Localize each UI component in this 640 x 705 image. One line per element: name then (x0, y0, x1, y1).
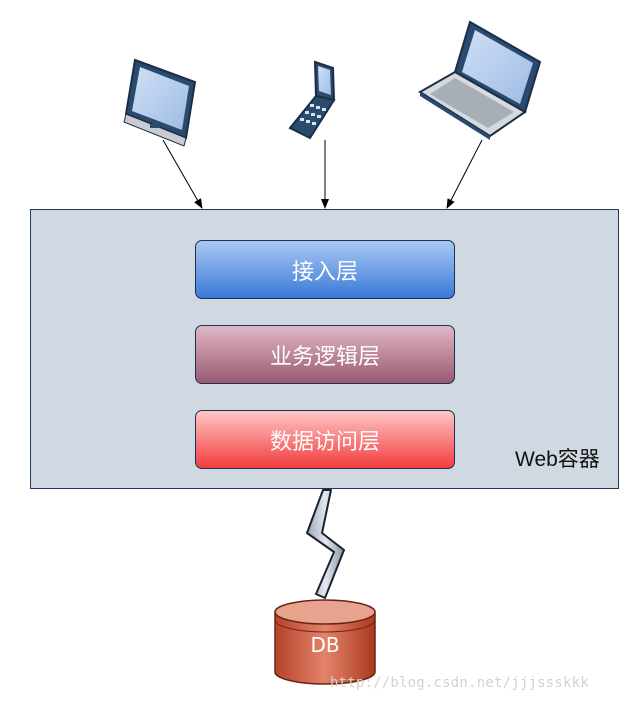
database-cylinder-icon (274, 599, 376, 685)
web-container-label: Web容器 (515, 448, 600, 471)
access-layer-label: 接入层 (291, 259, 358, 285)
desktop-monitor-icon (123, 58, 197, 147)
laptop-icon (418, 20, 542, 140)
arrow-laptop-to-container (446, 139, 483, 209)
data-access-layer-label: 数据访问层 (269, 429, 380, 455)
mobile-phone-icon (288, 60, 336, 140)
data-access-layer: 数据访问层 (195, 410, 455, 469)
access-layer: 接入层 (195, 240, 455, 299)
lightning-bolt-icon (306, 489, 345, 599)
arrow-desktop-to-container (162, 139, 203, 209)
database-label: DB (310, 633, 340, 657)
business-logic-layer-label: 业务逻辑层 (269, 344, 380, 370)
watermark-text: http://blog.csdn.net/jjjssskkk (330, 675, 589, 691)
business-logic-layer: 业务逻辑层 (195, 325, 455, 384)
